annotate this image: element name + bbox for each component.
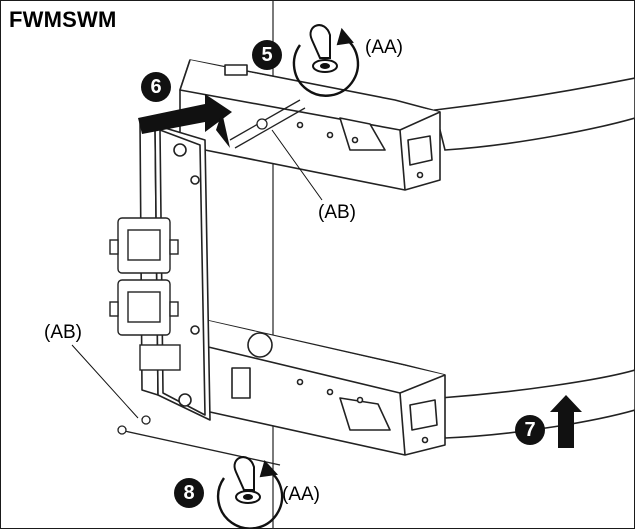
step-7-badge: 7 bbox=[515, 415, 545, 445]
device-module bbox=[109, 217, 181, 371]
lift-arrow-icon bbox=[550, 395, 582, 448]
wrench-rotate-icon-top bbox=[292, 24, 360, 97]
bolts bbox=[117, 99, 306, 466]
step-5-badge: 5 bbox=[252, 40, 282, 70]
label-ab-top: (AB) bbox=[318, 202, 356, 223]
leader-lines bbox=[71, 129, 323, 419]
label-aa-bottom: (AA) bbox=[282, 484, 320, 505]
upper-bracket bbox=[179, 59, 441, 191]
upper-strap bbox=[434, 77, 635, 151]
step-6-badge: 6 bbox=[141, 72, 171, 102]
wrench-rotate-icon-bottom bbox=[216, 456, 284, 529]
step-8-badge: 8 bbox=[174, 478, 204, 508]
lower-strap bbox=[439, 369, 635, 439]
lower-bracket bbox=[199, 319, 446, 456]
diagram-title: FWMSWM bbox=[9, 7, 117, 32]
push-arrow-icon bbox=[138, 94, 232, 148]
label-aa-top: (AA) bbox=[365, 37, 403, 58]
label-ab-left: (AB) bbox=[44, 322, 82, 343]
